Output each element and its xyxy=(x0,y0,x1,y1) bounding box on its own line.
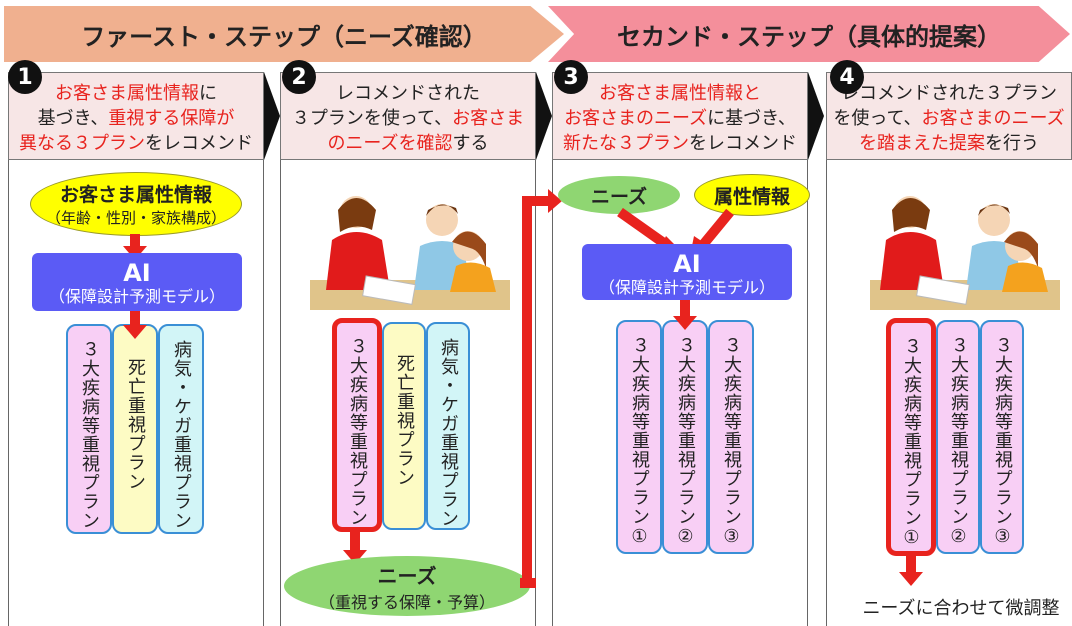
chevron-2-icon xyxy=(536,72,552,160)
arrow-head-icon xyxy=(123,325,147,339)
column-2 xyxy=(280,72,536,626)
attribute-ellipse-small: 属性情報 xyxy=(694,174,810,216)
fine-tune-label: ニーズに合わせて微調整 xyxy=(862,598,1060,619)
plan-death: 死亡重視プラン xyxy=(382,322,426,530)
column-4 xyxy=(826,72,1071,626)
step-1-number: 1 xyxy=(8,60,42,94)
arrow-head-icon xyxy=(899,572,923,586)
plan-critical-illness-2: ３大疾病等重視プラン② xyxy=(662,320,708,554)
ai-model-box: AI （保障設計予測モデル） xyxy=(32,253,242,311)
ai-model-box: AI （保障設計予測モデル） xyxy=(582,244,792,300)
step-3-header: お客さま属性情報と お客さまのニーズに基づき、 新たな３プランをレコメンド xyxy=(552,72,808,160)
second-step-banner: セカンド・ステップ（具体的提案） xyxy=(548,6,1070,62)
consultation-illustration xyxy=(310,196,510,310)
plan-illness-injury: 病気・ケガ重視プラン xyxy=(426,322,470,530)
plan-illness-injury: 病気・ケガ重視プラン xyxy=(158,324,204,534)
second-step-title: セカンド・ステップ（具体的提案） xyxy=(617,22,1001,51)
step-3-number: 3 xyxy=(554,60,588,94)
plan-critical-illness-2: ３大疾病等重視プラン② xyxy=(936,320,980,554)
step-4-header: レコメンドされた３プラン を使って、お客さまのニーズ を踏まえた提案を行う xyxy=(826,72,1072,160)
step-2-number: 2 xyxy=(282,60,316,94)
step-1-header: お客さま属性情報に 基づき、重視する保障が 異なる３プランをレコメンド xyxy=(8,72,264,160)
plan-critical-illness-1-selected: ３大疾病等重視プラン① xyxy=(886,318,936,556)
arrow-head-icon xyxy=(673,316,697,330)
arrow-down-icon xyxy=(130,311,140,327)
arrow-down-icon xyxy=(906,556,916,574)
arrow-down-icon xyxy=(680,300,690,318)
plan-death: 死亡重視プラン xyxy=(112,324,158,534)
plan-critical-illness-3: ３大疾病等重視プラン③ xyxy=(708,320,754,554)
consultation-illustration xyxy=(870,196,1060,310)
step-2-header: レコメンドされた ３プランを使って、お客さま のニーズを確認する xyxy=(280,72,536,160)
column-1 xyxy=(8,72,264,626)
plan-critical-illness-selected: ３大疾病等重視プラン xyxy=(332,318,382,532)
arrow-down-icon xyxy=(350,532,360,552)
connector-arrow-icon xyxy=(522,196,550,206)
first-step-banner: ファースト・ステップ（ニーズ確認） xyxy=(4,6,564,62)
plan-critical-illness-1: ３大疾病等重視プラン① xyxy=(616,320,662,554)
step-4-number: 4 xyxy=(830,60,864,94)
chevron-3-icon xyxy=(808,72,824,160)
column-3 xyxy=(552,72,808,626)
needs-ellipse-small: ニーズ xyxy=(558,176,680,214)
first-step-title: ファースト・ステップ（ニーズ確認） xyxy=(81,22,487,51)
needs-ellipse: ニーズ （重視する保障・予算） xyxy=(284,556,530,616)
arrow-down-icon xyxy=(130,234,140,248)
attribute-info-ellipse: お客さま属性情報 （年齢・性別・家族構成） xyxy=(30,172,242,236)
plan-critical-illness: ３大疾病等重視プラン xyxy=(66,324,112,534)
plan-critical-illness-3: ３大疾病等重視プラン③ xyxy=(980,320,1024,554)
chevron-1-icon xyxy=(264,72,280,160)
connector-arrow-icon xyxy=(522,196,532,588)
